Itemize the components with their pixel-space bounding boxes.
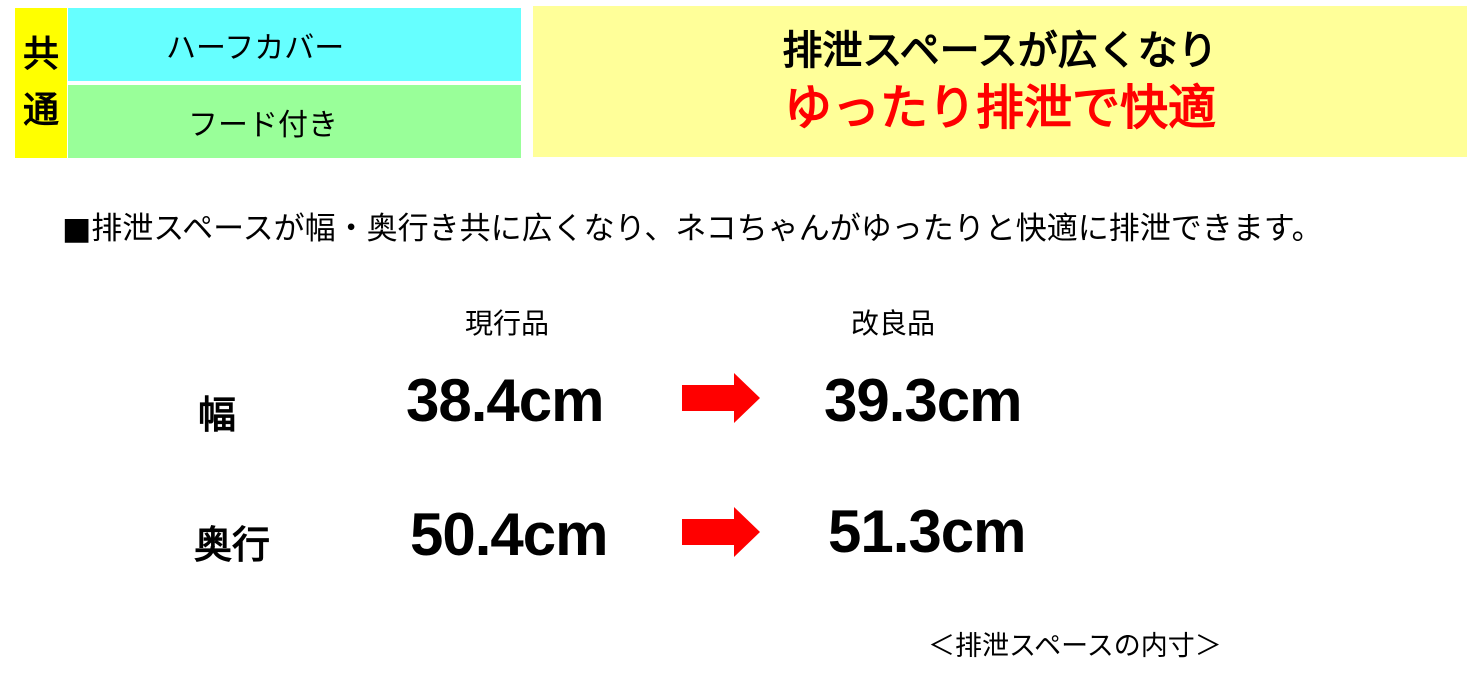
width-improved-value: 39.3cm [824,367,1022,434]
feature-label: ハーフカバー [166,30,345,66]
common-char-1: 共 [22,34,59,75]
common-badge: 共 通 [15,8,67,158]
headline-box: 排泄スペースが広くなり ゆったり排泄で快適 [533,6,1467,157]
row-label-depth: 奥行 [194,523,271,567]
feature-hood: フード付き [68,85,521,158]
column-header-current: 現行品 [465,307,550,340]
arrow-right-icon [682,507,760,557]
depth-improved-value: 51.3cm [828,498,1026,565]
row-label-width: 幅 [198,393,237,437]
feature-label: フード付き [188,107,338,143]
width-current-value: 38.4cm [406,367,604,434]
depth-current-value: 50.4cm [410,501,608,568]
feature-half-cover: ハーフカバー [68,8,521,81]
description: ■排泄スペースが幅・奥行き共に広くなり、ネコちゃんがゆったりと快適に排泄できます… [62,211,1323,247]
column-header-improved: 改良品 [851,307,936,340]
footnote: ＜排泄スペースの内寸＞ [928,631,1222,662]
headline-line-1: 排泄スペースが広くなり [782,27,1218,74]
headline-line-2: ゆったり排泄で快適 [783,79,1216,136]
common-char-2: 通 [22,90,59,131]
arrow-right-icon [682,373,760,423]
